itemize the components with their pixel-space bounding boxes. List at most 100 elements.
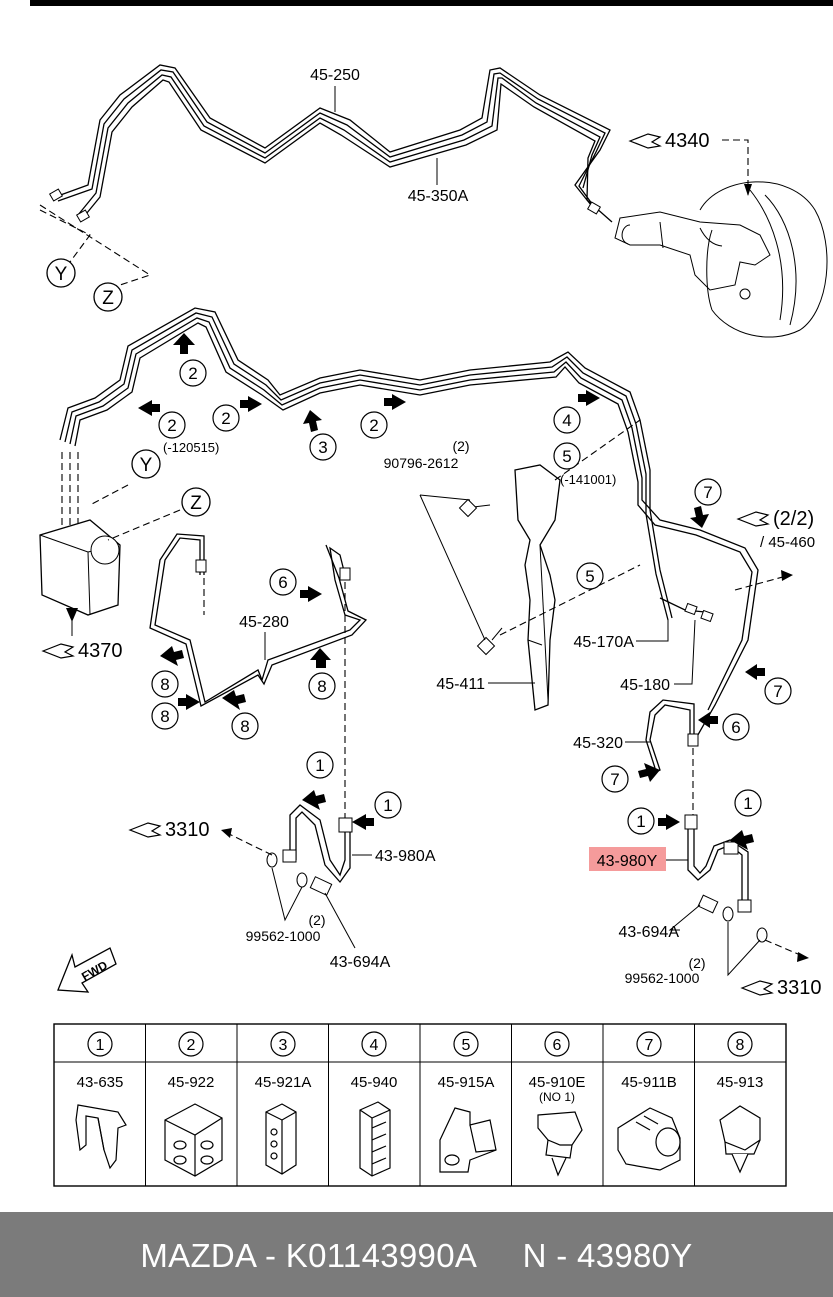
label-43-980a: 43-980A <box>375 848 436 865</box>
part-43-980y-highlight <box>589 847 666 871</box>
callout-1: 1 <box>315 756 324 775</box>
clip-45-940-icon <box>359 1101 391 1177</box>
clip-45-921a-icon <box>265 1103 297 1175</box>
footer-bar: MAZDA - K01143990A N - 43980Y <box>0 1212 833 1297</box>
clip-43-635-icon <box>75 1104 127 1170</box>
footer-part-number: MAZDA - K01143990A N - 43980Y <box>140 1237 693 1274</box>
legend-num-1: 1 <box>96 1037 105 1054</box>
callout-2: 2 <box>188 364 197 383</box>
legend-note-no1: (NO 1) <box>539 1090 575 1104</box>
leader-45-170a <box>636 620 669 642</box>
callout-1: 1 <box>383 796 392 815</box>
ref-z-top: Z <box>102 288 114 309</box>
bracket-45-411 <box>419 419 641 711</box>
legend-part-45-911b: 45-911B <box>621 1074 677 1091</box>
callout-7: 7 <box>703 483 712 502</box>
callout-7: 7 <box>773 682 782 701</box>
legend-num-4: 4 <box>370 1037 379 1054</box>
label-4340: 4340 <box>665 130 710 152</box>
label-45-180: 45-180 <box>620 677 670 694</box>
brake-line-45-320 <box>625 699 699 815</box>
callout-1: 1 <box>636 812 645 831</box>
label-43-694a-left: 43-694A <box>330 954 391 971</box>
clip-45-915a-icon <box>439 1107 497 1173</box>
top-border <box>30 0 833 6</box>
hose-43-980y <box>666 814 809 977</box>
clip-45-922-icon <box>164 1103 223 1177</box>
brake-booster <box>614 139 828 338</box>
pointing-hand-icon-3310-left <box>128 822 162 838</box>
label-date-120515: (-120515) <box>163 440 219 455</box>
ref-y-mid: Y <box>140 455 153 476</box>
callout-8: 8 <box>317 677 326 696</box>
legend-part-43-635: 43-635 <box>77 1074 124 1091</box>
abs-unit <box>39 449 211 636</box>
callout-2: 2 <box>369 416 378 435</box>
legend-num-3: 3 <box>279 1037 288 1054</box>
legend-part-45-915a: 45-915A <box>438 1074 495 1091</box>
brake-line-45-280 <box>149 533 368 820</box>
ref-arrow-45-460 <box>734 574 791 591</box>
label-43-694a-right: 43-694A <box>619 924 680 941</box>
label-3310-left: 3310 <box>165 819 210 841</box>
label-43-980y: 43-980Y <box>597 853 658 870</box>
label-2-2: (2/2) <box>773 508 814 530</box>
callout-2: 2 <box>167 416 176 435</box>
legend-part-45-910e: 45-910E <box>529 1074 586 1091</box>
clip-45-910e-icon <box>537 1111 583 1177</box>
legend-num-8: 8 <box>736 1037 745 1054</box>
clip-45-911b-icon <box>617 1107 681 1171</box>
callout-8: 8 <box>160 675 169 694</box>
pointing-hand-icon-3310-right <box>740 980 774 996</box>
fwd-arrow-icon <box>57 947 117 993</box>
label-90796-2612: 90796-2612 <box>384 455 459 471</box>
callout-2: 2 <box>221 409 230 428</box>
label-45-411: 45-411 <box>436 676 485 693</box>
qty-2-left: (2) <box>308 912 325 928</box>
legend-part-45-922: 45-922 <box>168 1074 215 1091</box>
label-3310-right: 3310 <box>777 977 822 999</box>
label-date-141001: (-141001) <box>560 472 616 487</box>
clip-45-913-icon <box>719 1105 761 1174</box>
label-45-350a: 45-350A <box>408 188 469 205</box>
legend-part-45-940: 45-940 <box>351 1074 398 1091</box>
callout-7: 7 <box>610 770 619 789</box>
pointing-hand-icon-4340 <box>628 133 662 149</box>
legend-part-45-913: 45-913 <box>717 1074 764 1091</box>
label-4370: 4370 <box>78 640 123 662</box>
callout-5: 5 <box>562 447 571 466</box>
legend-num-2: 2 <box>187 1037 196 1054</box>
callout-8: 8 <box>240 717 249 736</box>
label-45-320: 45-320 <box>573 735 623 752</box>
legend-part-45-921a: 45-921A <box>255 1074 312 1091</box>
ref-z-mid: Z <box>190 493 202 514</box>
callout-6: 6 <box>278 573 287 592</box>
leader-45-180 <box>674 619 696 685</box>
yz-reference-top <box>39 204 152 312</box>
qty-2-90796: (2) <box>452 438 469 454</box>
legend-num-7: 7 <box>645 1037 654 1054</box>
legend-num-6: 6 <box>553 1037 562 1054</box>
label-45-250: 45-250 <box>310 67 360 84</box>
pointing-hand-icon-2-2 <box>736 511 770 527</box>
qty-2-right: (2) <box>688 955 705 971</box>
ref-y-top: Y <box>55 264 68 285</box>
pointing-hand-icon-4370 <box>41 643 75 659</box>
callout-4: 4 <box>562 411 571 430</box>
label-45-460: / 45-460 <box>760 534 815 551</box>
middle-brake-lines <box>59 307 759 741</box>
label-45-280: 45-280 <box>239 614 289 631</box>
legend-num-5: 5 <box>462 1037 471 1054</box>
callout-5: 5 <box>585 567 594 586</box>
callout-1: 1 <box>743 794 752 813</box>
callout-3: 3 <box>318 438 327 457</box>
label-99562-right: 99562-1000 <box>625 970 700 986</box>
label-45-170a: 45-170A <box>574 634 635 651</box>
label-99562-left: 99562-1000 <box>246 928 321 944</box>
top-brake-lines <box>48 64 613 223</box>
hose-43-980a <box>221 804 372 949</box>
callout-8: 8 <box>160 707 169 726</box>
clip-callouts <box>138 333 792 850</box>
